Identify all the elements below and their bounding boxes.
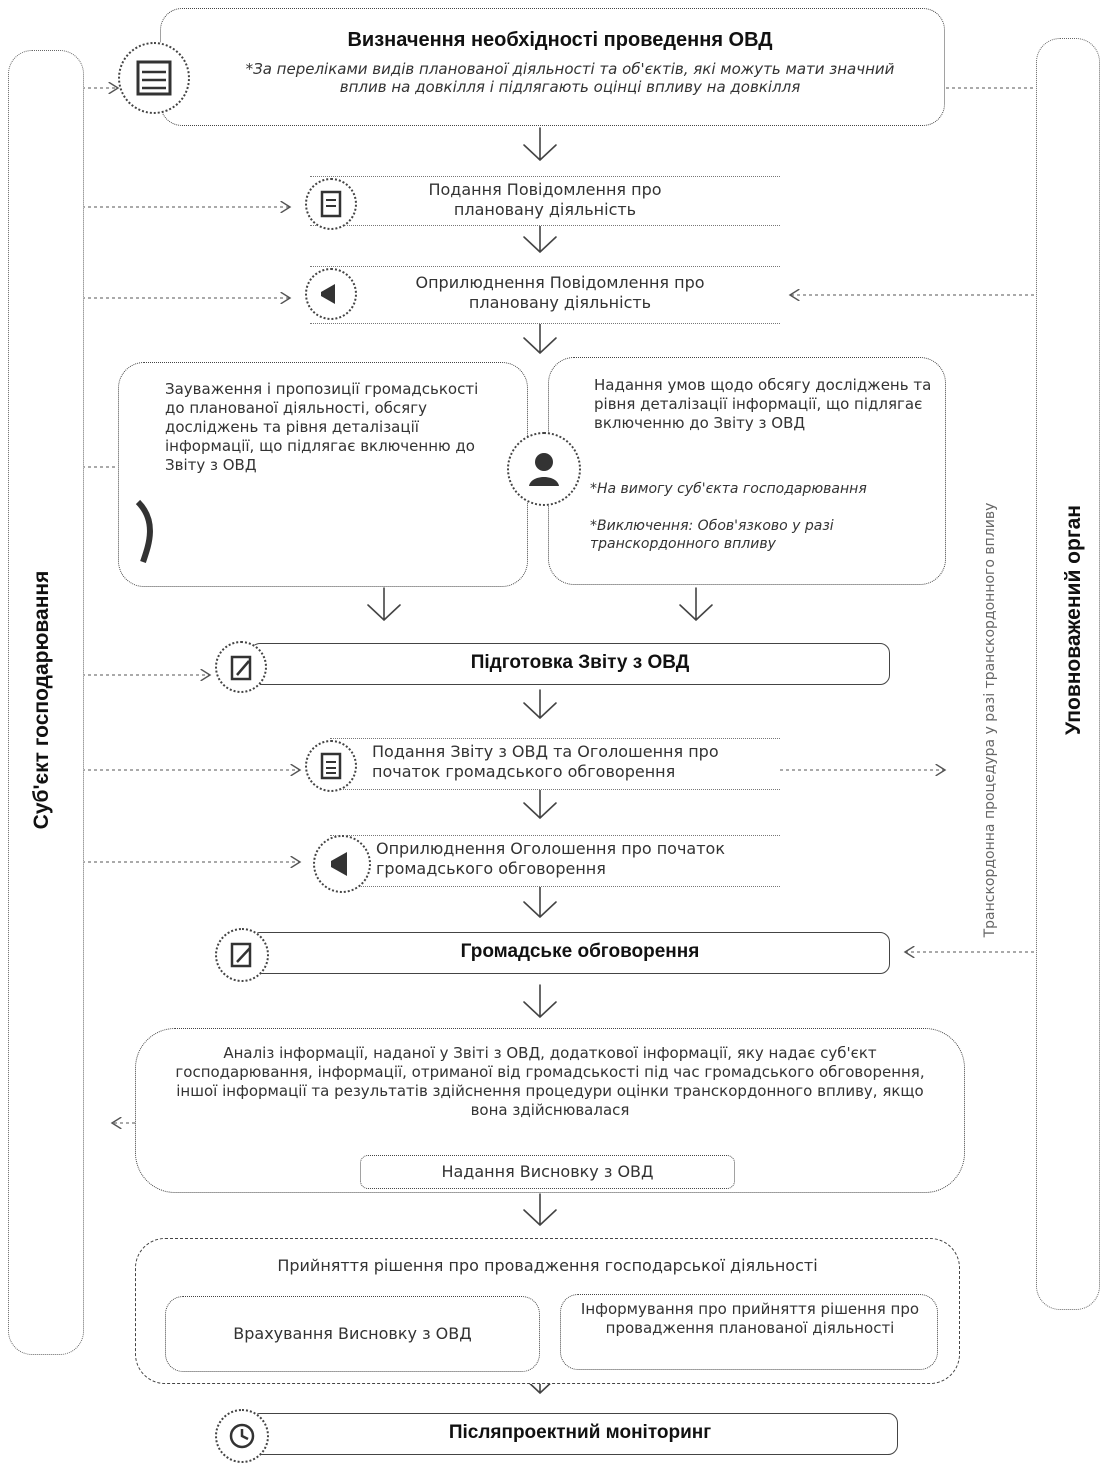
actor-bar-left	[8, 50, 84, 1355]
step-conditions: Надання умов щодо обсягу досліджень та р…	[594, 376, 932, 432]
step-conclusion: Надання Висновку з ОВД	[441, 1162, 654, 1181]
step-publish-notice-box	[310, 266, 780, 324]
actor-label-right: Уповноважений орган	[1062, 505, 1085, 735]
transboundary-note: Транскордонна процедура у разі транскорд…	[982, 502, 998, 938]
step-monitoring-box	[250, 1413, 898, 1455]
step-submit-report: Подання Звіту з ОВД та Оголошення про по…	[372, 742, 719, 781]
step-determination-title: Визначення необхідності проведення ОВД	[347, 29, 773, 51]
step-publish-announcement: Оприлюднення Оголошення про початок гром…	[376, 839, 725, 878]
report-document-icon	[305, 740, 357, 792]
step-submit-notice-box	[310, 176, 780, 226]
actor-label-left: Суб'єкт господарювання	[30, 570, 53, 830]
step-submit-report-box	[330, 738, 780, 790]
step-conclusion-box	[360, 1155, 735, 1189]
step-submit-notice: Подання Повідомлення про плановану діяль…	[428, 180, 662, 219]
step-public-discussion: Громадське обговорення	[460, 941, 700, 962]
step-prepare-report-box	[250, 643, 890, 685]
megaphone-icon	[305, 268, 357, 320]
step-conditions-note-2: *Виключення: Обов'язково у разі транскор…	[590, 518, 834, 552]
step-prepare-report: Підготовка Звіту з ОВД	[470, 652, 690, 673]
checklist-icon	[118, 42, 190, 114]
step-decision-left-box	[165, 1296, 540, 1372]
step-analysis: Аналіз інформації, наданої у Звіті з ОВД…	[175, 1044, 925, 1119]
step-determination-note: *За переліками видів планованої діяльнос…	[245, 60, 895, 96]
step-decision-right-box	[560, 1294, 938, 1370]
user-icon	[507, 432, 581, 506]
step-public-comments-box	[118, 362, 528, 587]
step-public-comments: Зауваження і пропозиції громадськості до…	[165, 380, 479, 474]
step-determination-box	[160, 8, 945, 126]
edit-document-icon	[215, 641, 267, 693]
document-icon	[305, 178, 357, 230]
step-decision-left: Врахування Висновку з ОВД	[233, 1324, 472, 1343]
announcement-icon	[313, 835, 371, 893]
discussion-edit-icon	[215, 928, 269, 982]
step-public-discussion-box	[250, 932, 890, 974]
step-publish-announcement-box	[330, 835, 780, 887]
monitoring-icon	[215, 1409, 269, 1463]
quill-decoration	[118, 492, 198, 572]
step-conditions-box	[548, 357, 946, 585]
step-publish-notice: Оприлюднення Повідомлення про плановану …	[415, 273, 705, 312]
step-monitoring: Післяпроектний моніторинг	[448, 1422, 712, 1443]
step-decision-right: Інформування про прийняття рішення про п…	[580, 1300, 920, 1337]
step-conditions-note-1: *На вимогу суб'єкта господарювання	[590, 481, 867, 497]
step-decision-title: Прийняття рішення про провадження господ…	[277, 1256, 818, 1275]
actor-bar-right	[1036, 38, 1100, 1310]
